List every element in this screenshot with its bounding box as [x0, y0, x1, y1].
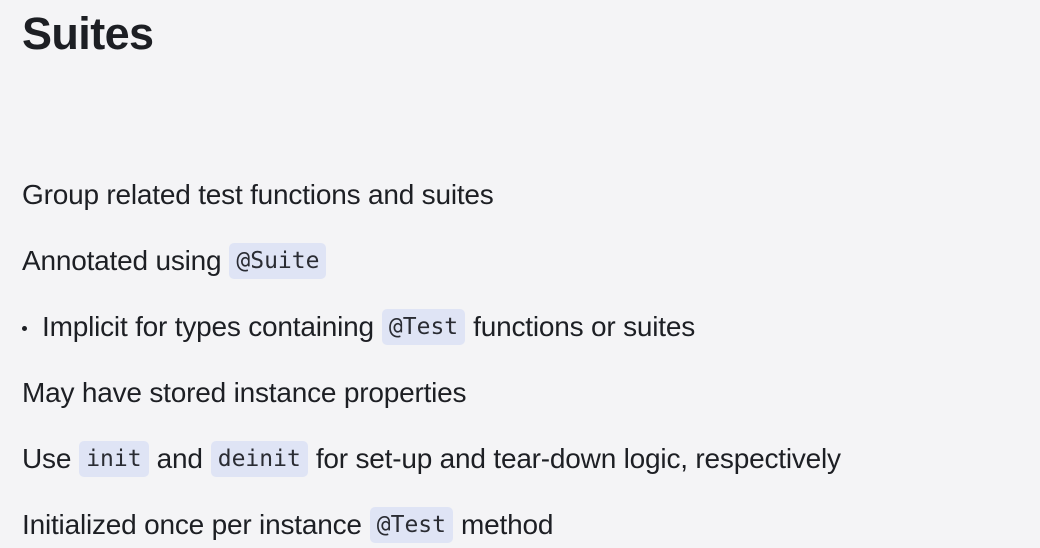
- list-item-text: for set-up and tear-down logic, respecti…: [315, 443, 841, 474]
- code-chip: init: [79, 441, 149, 477]
- code-chip: @Suite: [229, 243, 327, 279]
- list-item: May have stored instance properties: [0, 370, 1040, 416]
- code-chip: @Test: [369, 507, 453, 543]
- list-item-text: and: [156, 443, 203, 474]
- list-item-text: May have stored instance properties: [22, 377, 467, 408]
- list-item-text: Use: [22, 443, 72, 474]
- list-item-text: method: [461, 509, 554, 540]
- list-item-text: Group related test functions and suites: [22, 179, 494, 210]
- code-chip: deinit: [210, 441, 308, 477]
- list-item: Initialized once per instance@Test method: [0, 502, 1040, 548]
- bullet-dot-icon: [22, 325, 27, 331]
- list-item-text: functions or suites: [473, 311, 696, 342]
- list-item-text: Annotated using: [22, 245, 222, 276]
- page-title: Suites: [22, 8, 154, 59]
- list-item-text: Implicit for types containing: [42, 311, 374, 342]
- list-item-text: Initialized once per instance: [22, 509, 362, 540]
- code-chip: @Test: [381, 309, 466, 345]
- list-item: Group related test functions and suites: [0, 172, 1040, 218]
- list-item: Annotated using@Suite: [0, 238, 1040, 284]
